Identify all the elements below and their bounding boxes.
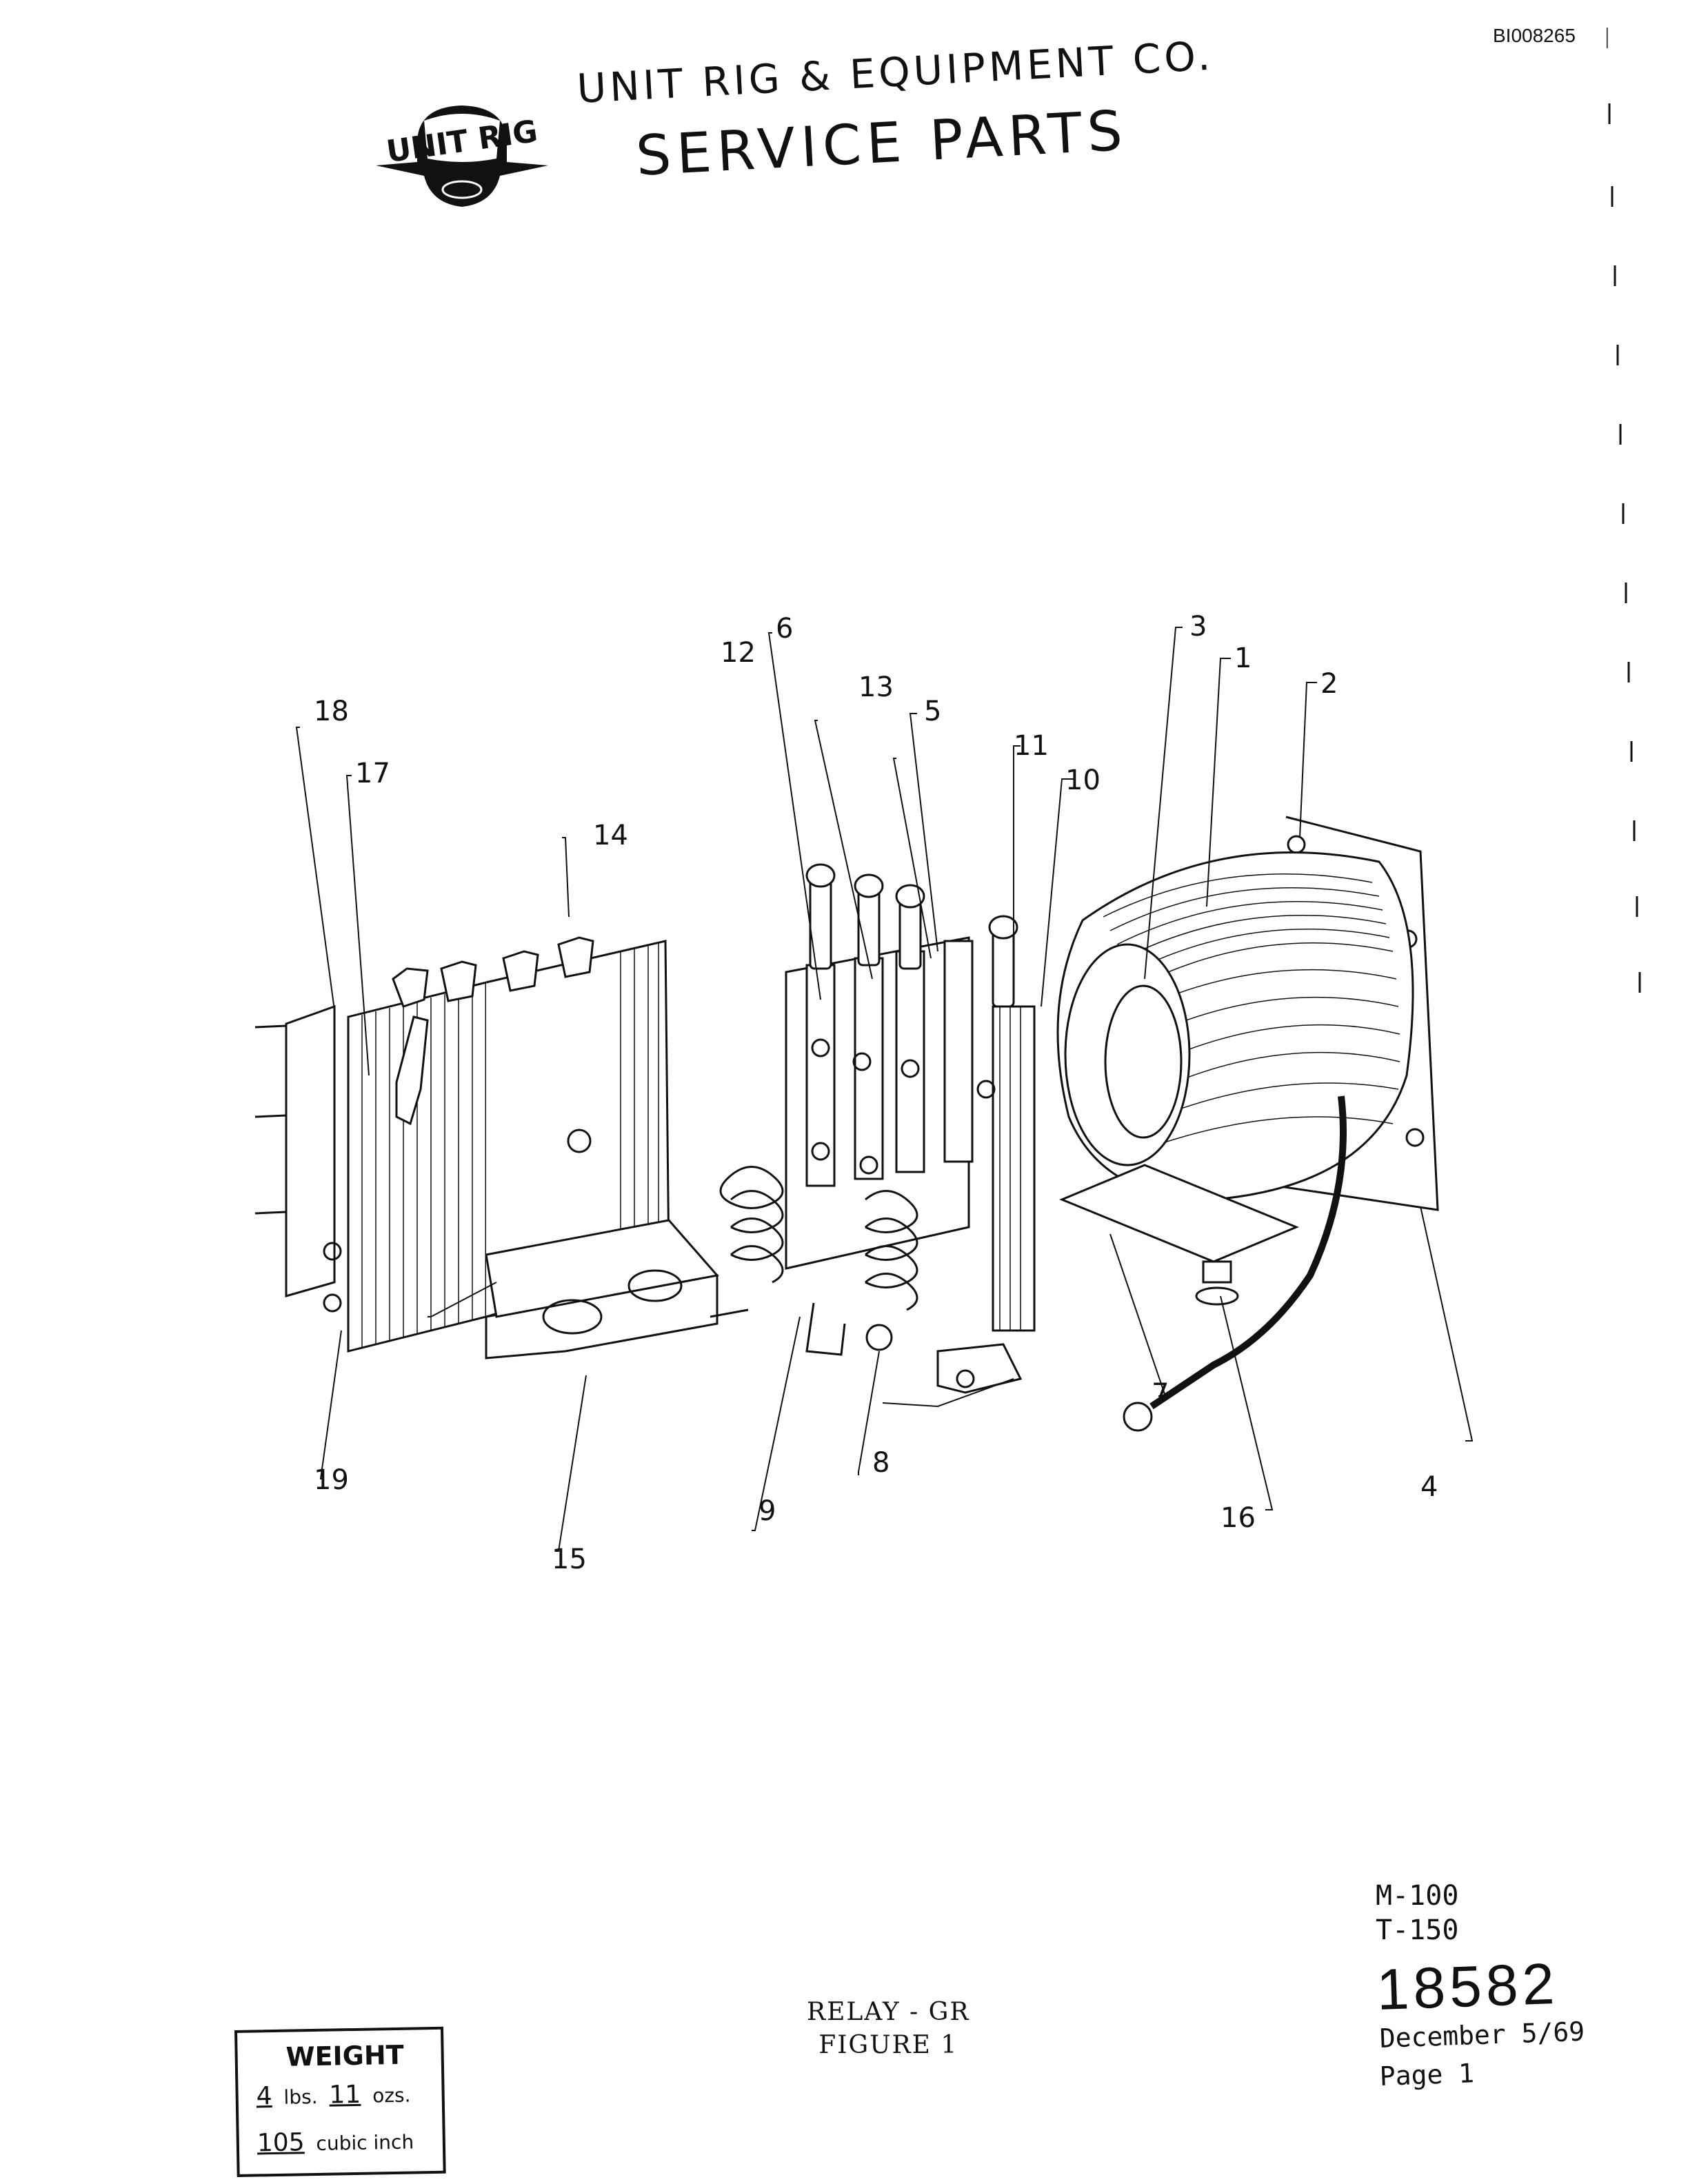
callout-6: 6 [776, 613, 793, 645]
weight-title: WEIGHT [285, 2039, 404, 2072]
weight-row: 4 lbs. 11 ozs. [250, 2080, 410, 2111]
relay-exploded-drawing: 3 1 2 4 5 6 7 8 9 10 11 12 13 14 15 16 1… [254, 611, 1474, 1575]
callout-1: 1 [1234, 643, 1252, 674]
figure-caption: RELAY - GR FIGURE 1 [807, 1996, 970, 2062]
document-date: December 5/69 [1379, 2016, 1585, 2054]
callout-9: 9 [758, 1495, 776, 1527]
callout-10: 10 [1065, 765, 1101, 796]
margin-tick-marks [1607, 28, 1641, 993]
volume-value: 105 [257, 2128, 305, 2158]
callout-12: 12 [721, 637, 756, 669]
callout-7: 7 [1152, 1378, 1169, 1410]
callout-4: 4 [1420, 1471, 1438, 1503]
callout-17: 17 [355, 758, 390, 789]
model-item: T-150 [1376, 1914, 1459, 1946]
callout-16: 16 [1220, 1502, 1256, 1534]
weight-lbs-unit: lbs. [283, 2085, 318, 2109]
caption-figure: FIGURE 1 [818, 2031, 958, 2059]
weight-stamp: WEIGHT 4 lbs. 11 ozs. 105 cubic inch [234, 2026, 446, 2177]
volume-unit: cubic inch [316, 2130, 414, 2155]
callout-18: 18 [314, 696, 349, 727]
page-title: SERVICE PARTS [634, 98, 1129, 188]
model-list: M-100 T-150 [1376, 1879, 1458, 1948]
callout-15: 15 [552, 1544, 587, 1575]
callout-11: 11 [1014, 730, 1049, 762]
callout-8: 8 [872, 1447, 890, 1479]
callout-2: 2 [1320, 668, 1338, 700]
weight-ozs: 11 [329, 2080, 361, 2110]
callout-5: 5 [924, 696, 941, 727]
volume-row: 105 cubic inch [252, 2126, 414, 2157]
part-number: 18582 [1376, 1950, 1560, 2022]
caption-title: RELAY - GR [807, 1998, 970, 2026]
model-item: M-100 [1376, 1880, 1459, 1912]
callout-19: 19 [314, 1464, 349, 1496]
callout-3: 3 [1189, 611, 1207, 643]
contact-base-assembly [254, 936, 719, 1359]
weight-ozs-unit: ozs. [372, 2083, 411, 2107]
page-number: Page 1 [1379, 2058, 1475, 2092]
callout-14: 14 [593, 820, 628, 851]
unit-rig-logo: UNIT RIG [376, 105, 548, 207]
document-id: BI008265 [1493, 25, 1576, 46]
contact-arm-assembly [710, 863, 1036, 1394]
callout-13: 13 [858, 671, 894, 703]
weight-lbs: 4 [256, 2082, 272, 2111]
coil-assembly [1056, 816, 1439, 1432]
